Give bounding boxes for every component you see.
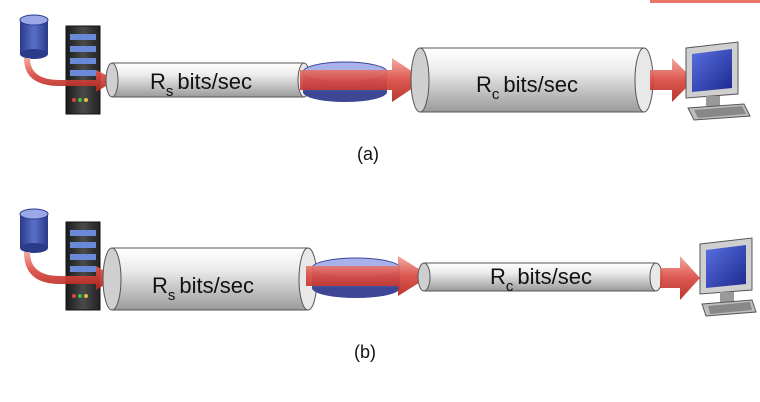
client-arrow <box>650 58 694 102</box>
diagram-caption: (a) <box>357 144 379 164</box>
server-rack-icon <box>65 25 101 115</box>
router-arrow <box>306 256 430 296</box>
server-link-pipe <box>105 62 311 98</box>
source-arrow <box>24 58 116 92</box>
desktop-computer-icon <box>685 41 751 121</box>
top-accent-bar <box>650 0 760 3</box>
router-arrow <box>300 58 425 102</box>
client-link-pipe <box>417 262 663 292</box>
source-arrow <box>24 252 116 290</box>
database-icon <box>19 14 49 59</box>
client-link-pipe <box>410 47 654 113</box>
client-arrow <box>660 256 700 300</box>
diagram-caption: (b) <box>354 342 376 362</box>
server-link-pipe <box>102 247 318 311</box>
desktop-computer-icon <box>699 237 757 317</box>
server-rack-icon <box>65 221 101 311</box>
database-icon <box>19 208 49 253</box>
